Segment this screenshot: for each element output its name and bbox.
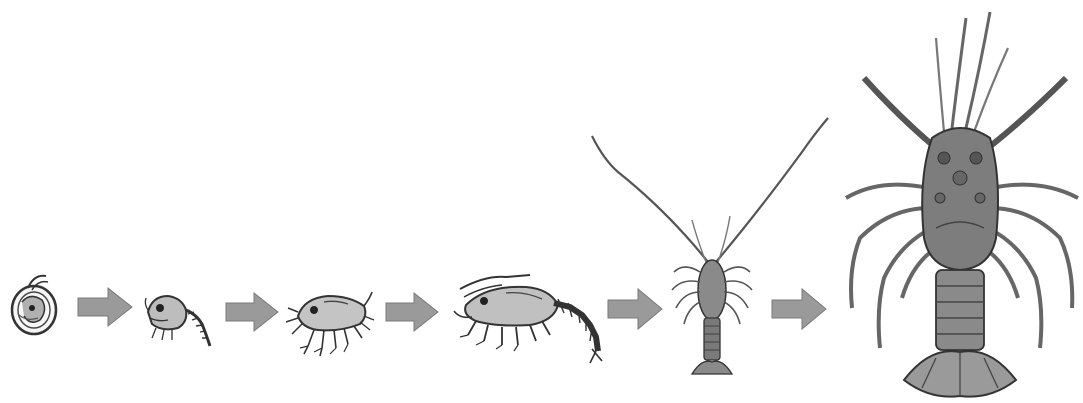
late-larva-icon [446,265,602,365]
early-larva-icon [142,288,216,350]
adult-lobster-icon [840,8,1083,403]
right-arrow-icon [226,293,280,331]
phyllosoma-larva-icon [284,282,376,360]
right-arrow-icon [772,289,828,329]
juvenile-lobster-icon [588,112,838,382]
right-arrow-icon [386,293,440,331]
lobster-egg-icon [8,270,64,338]
right-arrow-icon [78,288,134,326]
